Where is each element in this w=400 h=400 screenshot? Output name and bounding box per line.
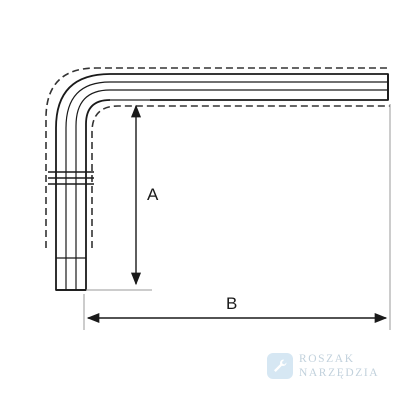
hex-key-facet-2 [75,89,388,290]
dimension-a-label: A [147,185,159,204]
dimension-b-label: B [226,294,238,313]
tolerance-outline [45,67,390,248]
tolerance-outline-inner [91,105,390,248]
watermark-line-1: Roszak [299,353,355,365]
watermark-text: Roszak Narzędzia [299,352,379,381]
watermark: Roszak Narzędzia [267,352,379,381]
hex-key-facet-1 [65,81,388,290]
watermark-line-2: Narzędzia [299,367,380,380]
wrench-icon [267,353,293,380]
